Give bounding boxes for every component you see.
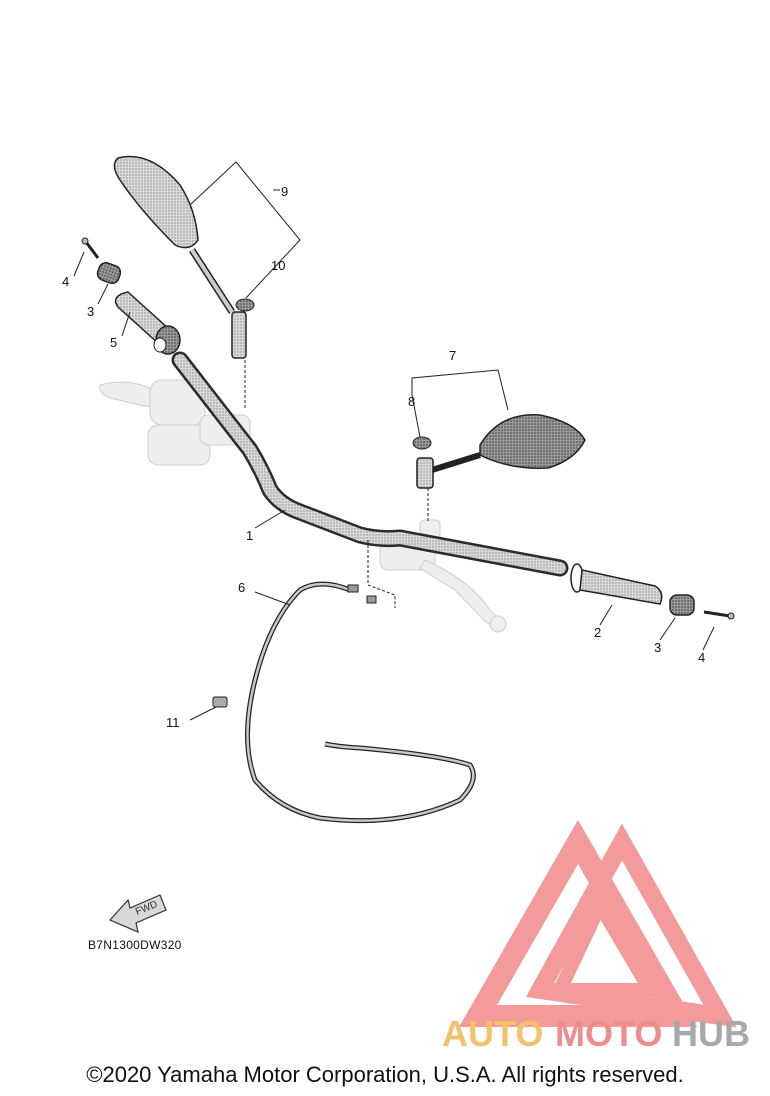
watermark-text: AUTO MOTO HUB: [442, 1013, 750, 1054]
callout-3-right: 3: [654, 640, 661, 655]
left-bar-end: [96, 262, 122, 284]
left-mirror-cap: [235, 298, 255, 312]
left-screw: [81, 237, 100, 259]
right-mirror-cap: [412, 436, 432, 450]
watermark-hub: HUB: [672, 1013, 750, 1054]
right-screw: [703, 610, 735, 620]
watermark-auto: AUTO: [442, 1013, 543, 1054]
callout-6: 6: [238, 580, 245, 595]
fwd-arrow: FWD: [108, 894, 167, 934]
right-grip: [570, 563, 663, 605]
copyright-notice: ©2020 Yamaha Motor Corporation, U.S.A. A…: [86, 1062, 684, 1087]
clutch-cable: [245, 581, 476, 824]
callout-labels: 1 2 3 3 4 4 5 6 7 8 9 10 11: [62, 184, 705, 730]
leader-lines: [73, 161, 715, 721]
callout-1: 1: [246, 528, 253, 543]
left-mirror: [113, 155, 247, 359]
watermark-moto: MOTO: [555, 1013, 662, 1054]
right-bar-end: [669, 594, 695, 616]
callout-8: 8: [408, 394, 415, 409]
cable-clamp: [212, 696, 228, 708]
callout-9: 9: [281, 184, 288, 199]
left-grip: [114, 291, 181, 355]
callout-4-right: 4: [698, 650, 705, 665]
callout-10: 10: [271, 258, 285, 273]
callout-3-left: 3: [87, 304, 94, 319]
callout-4-left: 4: [62, 274, 69, 289]
callout-2: 2: [594, 625, 601, 640]
diagram-code: B7N1300DW320: [88, 938, 182, 952]
callout-7: 7: [449, 348, 456, 363]
watermark-logo: [458, 819, 737, 1028]
right-mirror: [416, 414, 586, 489]
callout-5: 5: [110, 335, 117, 350]
callout-11: 11: [166, 715, 180, 730]
